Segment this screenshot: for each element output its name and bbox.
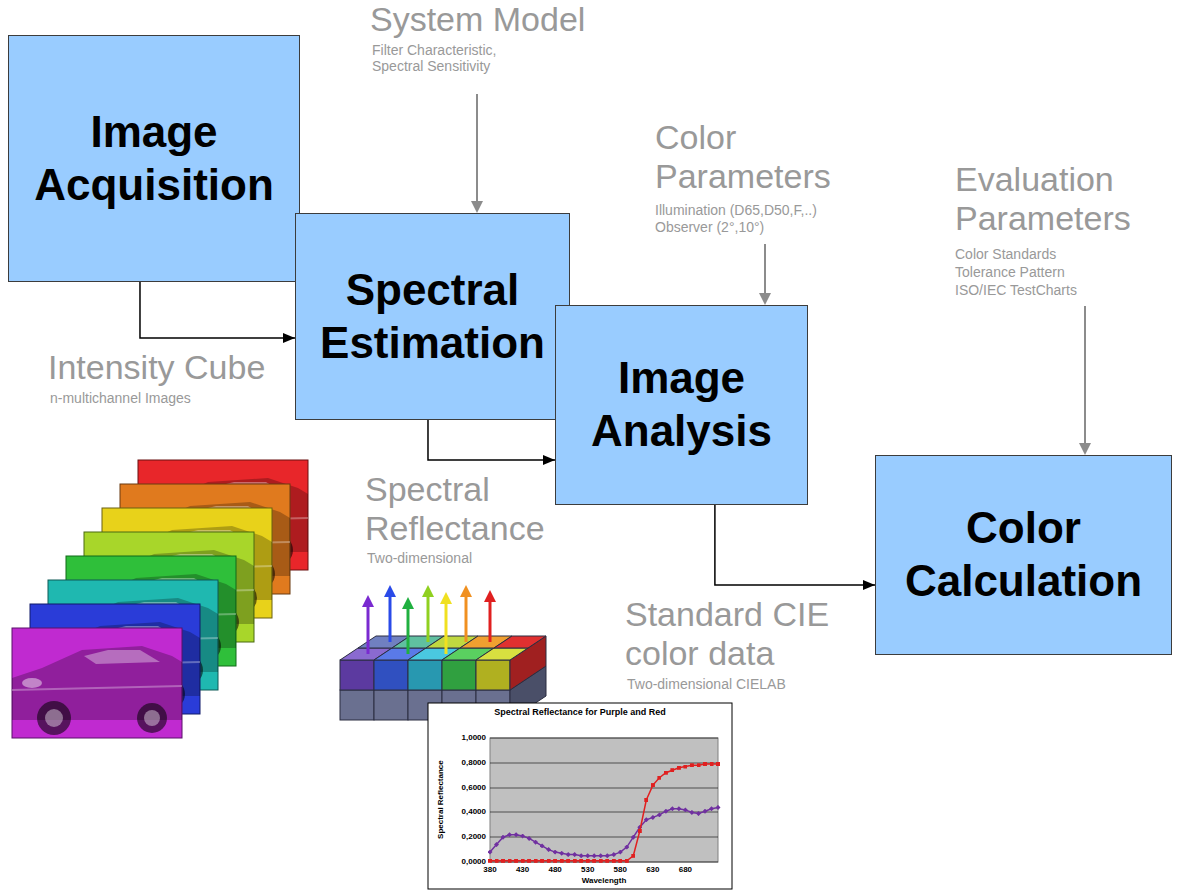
car-picture <box>12 646 182 735</box>
grid-line <box>490 738 718 739</box>
parameter-detail: Filter Characteristic, Spectral Sensitiv… <box>372 42 522 74</box>
axis-tick-label: 630 <box>635 865 671 874</box>
cube-cell <box>476 660 510 690</box>
spectrum-arrow <box>489 600 492 642</box>
parameter-heading: Evaluation Parameters <box>955 160 1170 238</box>
process-box: Spectral Estimation <box>295 213 570 420</box>
parameter-detail: Tolerance Pattern <box>955 264 1065 280</box>
reflectance-chart <box>428 703 732 889</box>
cube-cell <box>374 690 408 720</box>
parameter-detail: ISO/IEC TestCharts <box>955 282 1077 298</box>
parameter-detail: Observer (2°,10°) <box>655 219 764 235</box>
arrow-head <box>402 597 414 609</box>
cube-top <box>476 648 528 660</box>
image-frame <box>12 628 182 738</box>
arrow-head <box>471 201 483 213</box>
axis-tick-label: 0,4000 <box>446 807 486 816</box>
axis-tick-label: 580 <box>602 865 638 874</box>
parameter-arrow <box>476 94 478 203</box>
box-title: Image Acquisition <box>21 106 287 212</box>
spectrum-arrow <box>465 595 468 642</box>
chart-title: Spectral Reflectance for Purple and Red <box>440 707 720 717</box>
image-stack <box>12 460 308 738</box>
spectrum-arrow <box>407 607 410 654</box>
arrow-head <box>759 293 771 305</box>
axis-tick-label: 380 <box>472 865 508 874</box>
parameter-detail: Illumination (D65,D50,F,..) <box>655 202 817 218</box>
arrow-head <box>384 585 396 597</box>
purple-curve <box>490 807 718 855</box>
axis-tick-label: 1,0000 <box>446 733 486 742</box>
cube-cell <box>340 690 374 720</box>
axis-tick-label: 0,2000 <box>446 832 486 841</box>
spectrum-arrow <box>389 595 392 642</box>
box-title: Image Analysis <box>568 352 795 458</box>
flow-arrow <box>428 420 555 460</box>
data-detail: Two-dimensional CIELAB <box>627 676 786 692</box>
parameter-arrow <box>1084 306 1086 445</box>
process-box: Color Calculation <box>875 455 1172 655</box>
arrow-head <box>460 585 472 597</box>
box-title: Spectral Estimation <box>308 264 557 370</box>
spectrum-arrow <box>445 602 448 654</box>
cube-cell <box>340 660 374 690</box>
grid-line <box>490 812 718 813</box>
spectrum-arrow <box>367 605 370 654</box>
parameter-heading: System Model <box>370 0 585 39</box>
data-detail: n-multichannel Images <box>50 390 191 406</box>
axis-title: Spectral Reflectance <box>436 740 445 860</box>
axis-tick-label: 0,6000 <box>446 783 486 792</box>
axis-tick-label: 530 <box>570 865 606 874</box>
channel-image <box>12 628 182 738</box>
data-heading: Intensity Cube <box>48 348 265 387</box>
plot-area <box>490 738 718 862</box>
spectrum-arrow <box>427 595 430 642</box>
grid-line <box>490 862 718 863</box>
data-heading: Standard CIE color data <box>625 595 865 673</box>
spectrum-arrows <box>362 585 496 654</box>
process-box: Image Acquisition <box>8 35 300 282</box>
axis-title: Wavelength <box>554 876 654 885</box>
axis-tick-label: 430 <box>505 865 541 874</box>
arrow-head <box>484 590 496 602</box>
arrow-head <box>1079 443 1091 455</box>
axis-tick-label: 680 <box>667 865 703 874</box>
cube-top <box>494 636 546 648</box>
parameter-arrow <box>764 244 766 295</box>
cube-cell <box>442 660 476 690</box>
parameter-heading: Color Parameters <box>655 118 855 196</box>
red-curve <box>490 764 718 861</box>
data-heading: Spectral Reflectance <box>365 470 555 548</box>
grid-lines <box>490 738 718 862</box>
cube-cell <box>408 660 442 690</box>
axis-tick-label: 0,8000 <box>446 758 486 767</box>
flow-arrow <box>140 282 295 338</box>
axis-tick-label: 0,0000 <box>446 857 486 866</box>
flow-arrow <box>715 505 875 585</box>
axis-tick-label: 480 <box>537 865 573 874</box>
process-box: Image Analysis <box>555 305 808 505</box>
grid-line <box>490 788 718 789</box>
grid-line <box>490 763 718 764</box>
parameter-detail: Color Standards <box>955 246 1056 262</box>
cube-cell <box>374 660 408 690</box>
arrow-head <box>422 585 434 597</box>
arrow-head <box>440 592 452 604</box>
chart-frame <box>428 703 732 889</box>
box-title: Color Calculation <box>888 502 1159 608</box>
arrow-head <box>362 595 374 607</box>
data-detail: Two-dimensional <box>367 550 472 566</box>
